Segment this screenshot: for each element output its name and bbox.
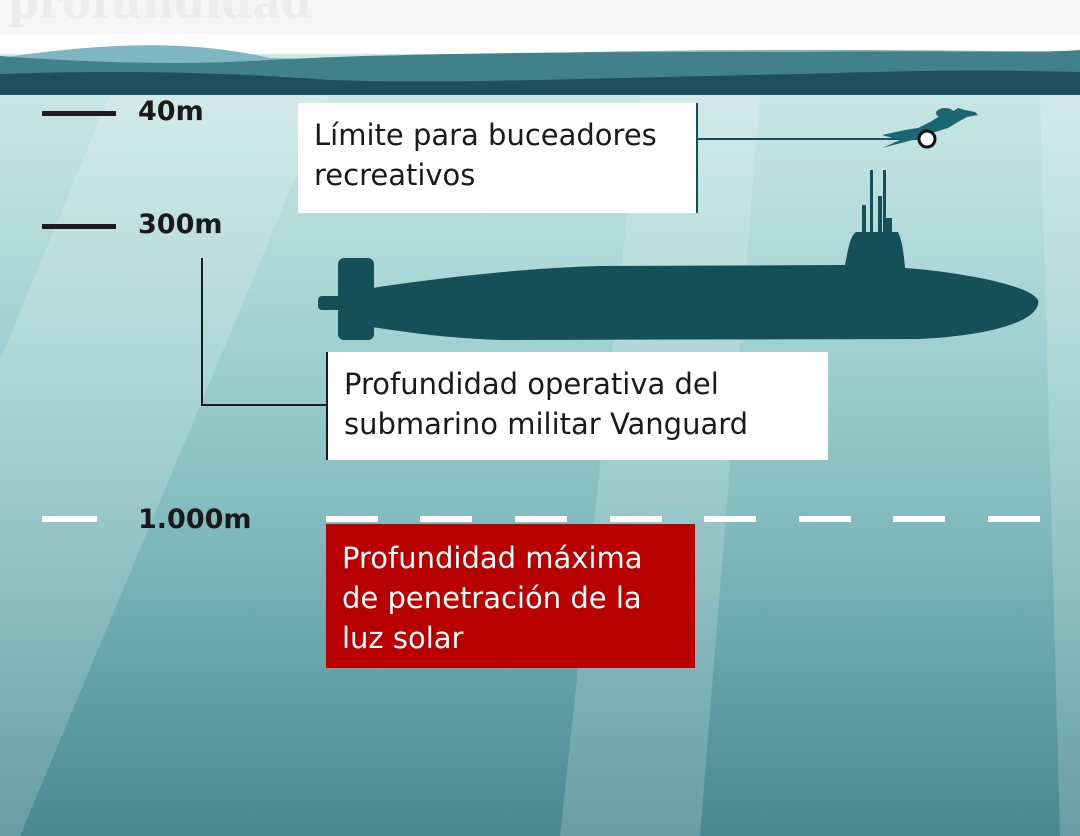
depth-label-1000m: 1.000m — [138, 504, 252, 535]
submarine-silhouette-icon — [318, 170, 1039, 340]
depth-tick-300m — [42, 224, 116, 229]
light-limit-label-box: Profundidad máxima de penetración de la … — [326, 524, 695, 668]
header-strip: profundidad — [0, 0, 1080, 34]
light-limit-dash — [420, 516, 472, 522]
depth-label-40m: 40m — [138, 96, 204, 127]
submarine-label-box: Profundidad operativa del submarino mili… — [326, 352, 828, 460]
faded-title: profundidad — [8, 0, 312, 29]
light-limit-dash — [42, 516, 97, 522]
light-limit-dash — [988, 516, 1040, 522]
light-limit-dash — [326, 516, 378, 522]
depth-tick-40m — [42, 111, 116, 116]
diver-label-box: Límite para buceadores recreativos — [298, 103, 698, 213]
light-limit-dash — [893, 516, 945, 522]
diver-marker — [917, 129, 937, 149]
light-limit-dash — [704, 516, 756, 522]
diver-icon — [882, 108, 978, 148]
sea-surface-waves — [0, 45, 1080, 95]
depth-label-300m: 300m — [138, 209, 223, 240]
light-limit-dash — [799, 516, 851, 522]
light-limit-dash — [515, 516, 567, 522]
sky — [0, 34, 1080, 54]
light-limit-dash — [610, 516, 662, 522]
submarine-connector-line — [201, 258, 328, 406]
